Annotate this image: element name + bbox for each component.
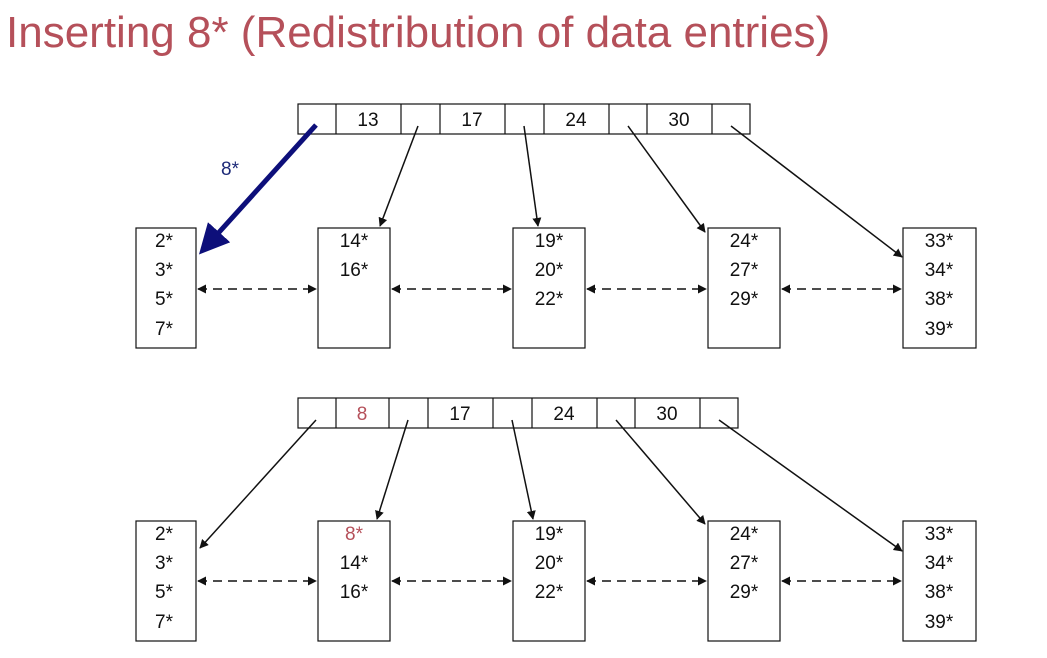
tree-after: 8 17 24 30 2* 3* 5* 7* 8* 14* 16* 19* 20… [135,397,977,642]
leaf-node [512,227,586,349]
root-key: 30 [668,110,689,131]
child-pointer-arrow [627,125,706,233]
root-key: 24 [565,110,587,131]
insert-label: 8* [221,159,240,180]
leaf-entry: 38* [925,289,954,310]
leaf-entry: 34* [925,553,954,574]
leaf-node [135,227,197,349]
leaf-node [317,227,391,349]
leaf-node [317,520,391,642]
leaf-entry: 14* [340,553,369,574]
leaf-entry: 24* [730,231,759,252]
leaf-entry: 2* [155,231,174,252]
leaf-entry: 27* [730,260,759,281]
leaf-node [707,227,781,349]
leaf-entry: 7* [155,319,174,340]
leaf-entry: 22* [535,582,564,603]
leaf-node [902,520,977,642]
leaf-entry: 3* [155,260,174,281]
leaf-entry: 7* [155,612,174,633]
child-pointer-arrow [730,125,903,258]
child-pointer-arrow [511,419,536,520]
leaf-entry: 19* [535,231,564,252]
root-node: 13 17 24 30 [297,103,751,135]
child-pointer-arrow [523,125,542,227]
slide-title: Inserting 8* (Redistribution of data ent… [6,8,831,57]
leaf-entry: 2* [155,524,174,545]
leaf-entry: 3* [155,553,174,574]
root-node: 8 17 24 30 [297,397,739,429]
child-pointer-arrow [199,419,317,549]
tree-before: 13 17 24 30 2* 3* 5* 7* 14* 16* 19* 20* … [135,103,977,349]
leaf-entry: 27* [730,553,759,574]
leaf-entry: 39* [925,319,954,340]
leaf-node [902,227,977,349]
leaf-entry: 33* [925,231,954,252]
root-key: 24 [553,404,575,425]
root-key-highlighted: 8 [357,404,368,425]
child-pointer-arrow [378,125,419,227]
root-key: 17 [461,110,482,131]
leaf-entry: 34* [925,260,954,281]
leaf-entry: 19* [535,524,564,545]
insert-arrow [198,123,318,255]
child-pointer-arrow [615,419,706,525]
leaf-entry: 16* [340,582,369,603]
leaf-node [512,520,586,642]
leaf-entry: 20* [535,553,564,574]
child-pointer-arrow [718,419,903,552]
root-key: 13 [357,110,378,131]
leaf-entry: 5* [155,582,174,603]
leaf-entry: 24* [730,524,759,545]
leaf-entry-highlighted: 8* [345,524,364,545]
leaf-entry: 29* [730,582,759,603]
leaf-node [707,520,781,642]
leaf-entry: 14* [340,231,369,252]
leaf-entry: 38* [925,582,954,603]
leaf-entry: 16* [340,260,369,281]
leaf-entry: 29* [730,289,759,310]
child-pointer-arrow [375,419,409,520]
root-key: 17 [449,404,470,425]
leaf-entry: 39* [925,612,954,633]
leaf-entry: 5* [155,289,174,310]
leaf-entry: 22* [535,289,564,310]
leaf-entry: 33* [925,524,954,545]
root-key: 30 [656,404,677,425]
leaf-entry: 20* [535,260,564,281]
leaf-node [135,520,197,642]
